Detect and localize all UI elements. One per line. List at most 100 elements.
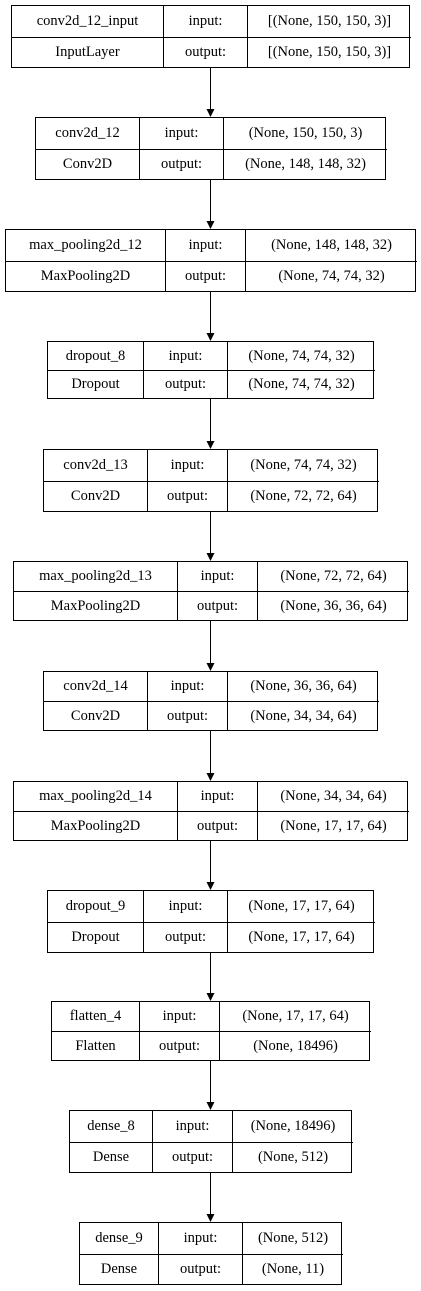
layer-type: Flatten xyxy=(75,1037,116,1054)
output-shape: (None, 11) xyxy=(242,1254,343,1284)
input-shape: (None, 17, 17, 64) xyxy=(219,1002,371,1031)
layer-node: conv2d_13 input:(None, 74, 74, 32) Conv2D o… xyxy=(43,449,379,512)
layer-type: MaxPooling2D xyxy=(50,817,141,834)
layer-input-row: conv2d_12 input:(None, 150, 150, 3) xyxy=(36,118,387,149)
input-shape: [(None, 150, 150, 3)] xyxy=(247,6,411,37)
output-label: output: xyxy=(152,1142,232,1172)
layer-input-row: dropout_8 input:(None, 74, 74, 32) xyxy=(48,342,375,370)
layer-name: dropout_9 xyxy=(65,898,126,914)
input-shape: (None, 17, 17, 64) xyxy=(227,891,375,922)
layer-output-row: Flatten output:(None, 18496) xyxy=(52,1031,371,1060)
input-shape: (None, 74, 74, 32) xyxy=(227,450,379,481)
input-label: input: xyxy=(177,562,257,591)
input-shape: (None, 36, 36, 64) xyxy=(227,672,379,701)
layer-input-row: max_pooling2d_12 input:(None, 148, 148, 3… xyxy=(6,230,417,261)
output-label: output: xyxy=(143,922,227,952)
layer-type: InputLayer xyxy=(55,44,120,60)
input-label: input: xyxy=(165,230,245,261)
layer-name: conv2d_14 xyxy=(63,678,128,695)
layer-name: conv2d_12_input xyxy=(36,13,139,29)
input-label: input: xyxy=(177,782,257,811)
layer-type: MaxPooling2D xyxy=(50,597,141,614)
input-shape: (None, 18496) xyxy=(232,1111,353,1142)
input-label: input: xyxy=(147,672,227,701)
input-label: input: xyxy=(163,6,247,37)
layer-type: Conv2D xyxy=(62,156,113,172)
layer-name: dense_8 xyxy=(87,1118,135,1134)
layer-node: conv2d_12 input:(None, 150, 150, 3) Conv2D… xyxy=(35,117,387,180)
output-label: output: xyxy=(158,1254,242,1284)
layer-type: Dropout xyxy=(71,376,120,393)
output-shape: (None, 74, 74, 32) xyxy=(227,371,375,398)
output-label: output: xyxy=(147,481,227,511)
layer-node: max_pooling2d_13 input:(None, 72, 72, 64)… xyxy=(13,561,409,621)
output-shape: (None, 72, 72, 64) xyxy=(227,481,379,511)
input-label: input: xyxy=(143,891,227,922)
input-shape: (None, 34, 34, 64) xyxy=(257,782,409,811)
layer-input-row: flatten_4 input:(None, 17, 17, 64) xyxy=(52,1002,371,1031)
output-shape: (None, 36, 36, 64) xyxy=(257,592,409,620)
input-shape: (None, 148, 148, 32) xyxy=(245,230,417,261)
input-label: input: xyxy=(139,1002,219,1031)
layer-output-row: Dropout output:(None, 74, 74, 32) xyxy=(48,370,375,398)
layer-type: Conv2D xyxy=(70,707,121,724)
layer-node: dropout_9 input:(None, 17, 17, 64)Dropout… xyxy=(47,890,375,953)
layer-name: dropout_8 xyxy=(65,347,126,364)
output-label: output: xyxy=(163,37,247,67)
layer-input-row: dropout_9 input:(None, 17, 17, 64) xyxy=(48,891,375,922)
output-shape: (None, 17, 17, 64) xyxy=(257,812,409,840)
layer-type: Dense xyxy=(100,1261,138,1277)
layer-node: max_pooling2d_12 input:(None, 148, 148, 3… xyxy=(5,229,417,292)
input-label: input: xyxy=(147,450,227,481)
output-label: output: xyxy=(147,702,227,730)
layer-input-row: conv2d_12_input input:[(None, 150, 150, 3… xyxy=(12,6,411,37)
output-shape: (None, 74, 74, 32) xyxy=(245,261,417,291)
output-label: output: xyxy=(165,261,245,291)
output-label: output: xyxy=(177,592,257,620)
input-shape: (None, 150, 150, 3) xyxy=(223,118,387,149)
input-label: input: xyxy=(152,1111,232,1142)
layer-type: Conv2D xyxy=(70,488,121,504)
layer-name: flatten_4 xyxy=(69,1008,122,1025)
layer-input-row: dense_8 input:(None, 18496) xyxy=(70,1111,353,1142)
layer-node: conv2d_12_input input:[(None, 150, 150, 3… xyxy=(11,5,411,68)
input-shape: (None, 74, 74, 32) xyxy=(227,342,375,370)
output-label: output: xyxy=(143,371,227,398)
layer-output-row: MaxPooling2D output:(None, 36, 36, 64) xyxy=(14,591,409,620)
output-shape: (None, 17, 17, 64) xyxy=(227,922,375,952)
output-shape: [(None, 150, 150, 3)] xyxy=(247,37,411,67)
layer-name: dense_9 xyxy=(95,1230,143,1246)
layer-node: conv2d_14 input:(None, 36, 36, 64) Conv2D o… xyxy=(43,671,379,731)
input-shape: (None, 512) xyxy=(242,1223,343,1254)
layer-output-row: Conv2D output:(None, 72, 72, 64) xyxy=(44,480,379,511)
output-shape: (None, 512) xyxy=(232,1142,353,1172)
layer-name: conv2d_12 xyxy=(55,125,120,141)
layer-name: conv2d_13 xyxy=(63,457,128,473)
layer-output-row: Dense output:(None, 11) xyxy=(80,1253,343,1284)
layer-input-row: conv2d_13 input:(None, 74, 74, 32) xyxy=(44,450,379,481)
output-shape: (None, 34, 34, 64) xyxy=(227,702,379,730)
input-label: input: xyxy=(143,342,227,370)
layer-name: max_pooling2d_12 xyxy=(29,237,142,253)
input-shape: (None, 72, 72, 64) xyxy=(257,562,409,591)
layer-name: max_pooling2d_13 xyxy=(39,568,152,585)
output-label: output: xyxy=(177,812,257,840)
output-shape: (None, 18496) xyxy=(219,1032,371,1060)
layer-output-row: Conv2D output:(None, 34, 34, 64) xyxy=(44,701,379,730)
layer-output-row: InputLayer output:[(None, 150, 150, 3)] xyxy=(12,36,411,67)
layer-input-row: max_pooling2d_13 input:(None, 72, 72, 64) xyxy=(14,562,409,591)
input-label: input: xyxy=(139,118,223,149)
output-label: output: xyxy=(139,149,223,179)
output-label: output: xyxy=(139,1032,219,1060)
